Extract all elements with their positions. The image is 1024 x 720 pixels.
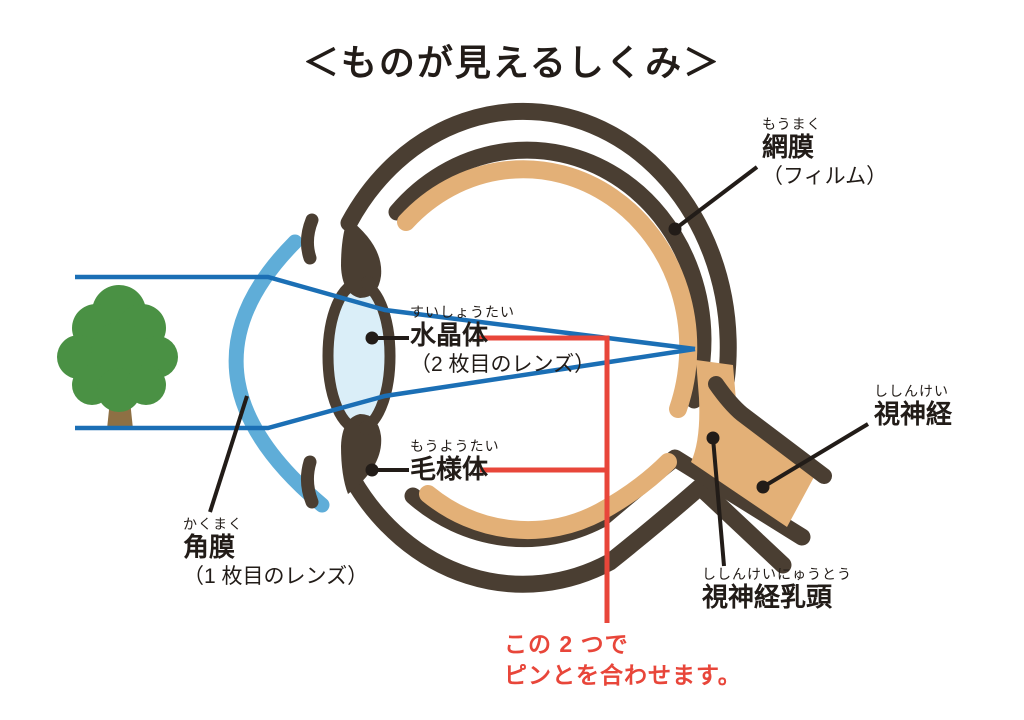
retina-lower-arc [419, 453, 677, 540]
retina-upper-arc [397, 160, 698, 418]
label-lens-name: 水晶体 [410, 320, 489, 351]
label-lens-furigana: すいしょうたい [410, 304, 515, 320]
label-retina: もうまく 網膜 （フィルム） [762, 116, 887, 189]
label-lens-sub: （2 枚目のレンズ） [410, 352, 596, 376]
pointer-cornea-line [208, 395, 249, 513]
label-optic-nerve-name: 視神経 [874, 399, 953, 430]
iris-upper-body [341, 218, 382, 298]
iris-lower-tip [359, 421, 373, 435]
choroid-upper-arc [388, 141, 712, 409]
pointer-retina-line [673, 165, 759, 231]
pointer-retina-dot [668, 222, 682, 236]
pointer-lens-dot [365, 331, 379, 345]
pointer-lines [208, 165, 870, 567]
label-ciliary-body: もうようたい 毛様体 [410, 438, 500, 485]
pointer-optic-nerve-dot [756, 480, 770, 494]
label-optic-nerve-furigana: ししんけい [874, 383, 949, 399]
label-cornea-furigana: かくまく [183, 516, 243, 532]
label-optic-disc-furigana: ししんけいにゅうとう [702, 566, 852, 582]
iris-upper-edge-arc [300, 213, 319, 265]
focus-annotation-line2: ピンとを合わせます。 [504, 662, 742, 689]
optic-nerve-upper-border [708, 376, 832, 484]
sclera-upper-arc [340, 102, 737, 430]
focus-bracket [478, 335, 610, 623]
label-lens: すいしょうたい 水晶体 （2 枚目のレンズ） [410, 304, 595, 377]
tree [57, 285, 178, 429]
label-retina-furigana: もうまく [762, 116, 822, 132]
label-cornea-name: 角膜 [183, 532, 236, 563]
sclera-lower-arc [344, 471, 792, 593]
label-optic-disc: ししんけいにゅうとう 視神経乳頭 [702, 566, 852, 613]
pointer-optic-nerve-line [761, 422, 870, 489]
label-ciliary-name: 毛様体 [410, 454, 489, 485]
iris-lower-edge-arc [300, 455, 319, 509]
label-ciliary-furigana: もうようたい [410, 438, 500, 454]
label-cornea: かくまく 角膜 （1 枚目のレンズ） [183, 516, 368, 589]
label-optic-disc-name: 視神経乳頭 [702, 582, 833, 613]
tree-canopy [57, 285, 178, 412]
focus-annotation: この 2 つで ピンとを合わせます。 [504, 629, 742, 691]
light-ray-bottom [75, 346, 696, 431]
light-ray-top [75, 274, 696, 352]
label-optic-nerve: ししんけい 視神経 [874, 383, 952, 430]
label-cornea-sub: （1 枚目のレンズ） [183, 564, 369, 588]
pointer-ciliary-dot [365, 463, 379, 477]
iris-upper-tip [361, 276, 375, 290]
iris-lower-body [341, 414, 382, 494]
pointer-optic-disc-dot [706, 431, 720, 445]
label-retina-sub: （フィルム） [762, 164, 888, 188]
pointer-optic-disc-line [711, 437, 726, 567]
page-title: ＜ものが見えるしくみ＞ [302, 42, 722, 83]
focus-annotation-line1: この 2 つで [504, 631, 629, 657]
label-retina-name: 網膜 [762, 132, 815, 163]
